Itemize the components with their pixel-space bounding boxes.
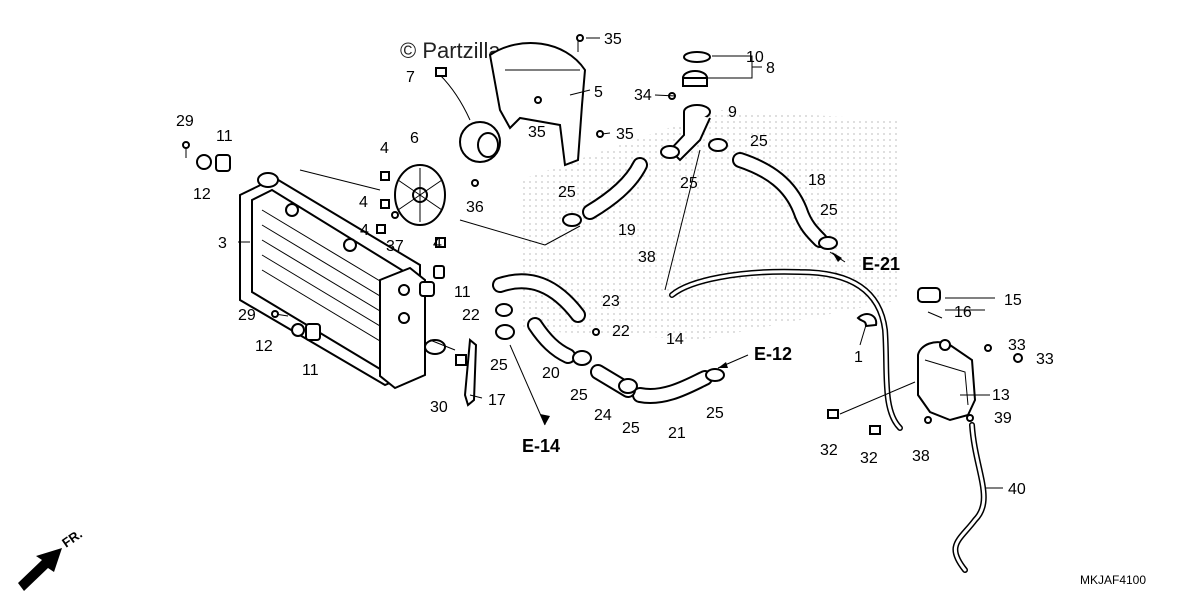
callout-33: 33 bbox=[1008, 337, 1026, 354]
callout-25: 25 bbox=[570, 387, 588, 404]
callout-39: 39 bbox=[994, 410, 1012, 427]
radiator[interactable] bbox=[239, 172, 446, 390]
hose-21[interactable] bbox=[632, 370, 713, 404]
callout-36: 36 bbox=[466, 199, 484, 216]
callout-16: 16 bbox=[954, 304, 972, 321]
callout-22: 22 bbox=[462, 307, 480, 324]
callout-13: 13 bbox=[992, 387, 1010, 404]
background-shading bbox=[520, 110, 900, 340]
callout-35: 35 bbox=[616, 126, 634, 143]
ref-e14[interactable]: E-14 bbox=[522, 436, 560, 456]
callout-19: 19 bbox=[618, 222, 636, 239]
callout-29: 29 bbox=[176, 113, 194, 130]
callout-35: 35 bbox=[604, 31, 622, 48]
callout-22: 22 bbox=[612, 323, 630, 340]
callout-10: 10 bbox=[746, 49, 764, 66]
callout-23: 23 bbox=[602, 293, 620, 310]
callout-25: 25 bbox=[750, 133, 768, 150]
tube-clip[interactable] bbox=[856, 313, 878, 328]
callout-labels: 35 7 5 35 35 6 29 11 12 4 4 4 37 4 36 3 … bbox=[176, 31, 1054, 498]
callout-12: 12 bbox=[193, 186, 211, 203]
cooling-fan[interactable] bbox=[394, 164, 446, 226]
overflow-tube-14[interactable] bbox=[669, 268, 903, 431]
front-arrow-icon bbox=[18, 548, 62, 591]
front-indicator: FR. bbox=[59, 526, 85, 550]
callout-29: 29 bbox=[238, 307, 256, 324]
diagram-code: MKJAF4100 bbox=[1080, 573, 1146, 587]
callout-11: 11 bbox=[302, 362, 319, 379]
hose-clamps[interactable] bbox=[495, 138, 838, 394]
callout-17: 17 bbox=[488, 392, 506, 409]
callout-38: 38 bbox=[638, 249, 656, 266]
hose-23[interactable] bbox=[492, 273, 586, 323]
callout-4: 4 bbox=[433, 235, 442, 252]
callout-38: 38 bbox=[912, 448, 930, 465]
callout-14: 14 bbox=[666, 331, 684, 348]
hose-20[interactable] bbox=[527, 317, 576, 364]
callout-1: 1 bbox=[854, 349, 863, 366]
callout-4: 4 bbox=[360, 222, 369, 239]
callout-4: 4 bbox=[380, 140, 389, 157]
callout-6: 6 bbox=[410, 130, 419, 147]
reserve-tank[interactable] bbox=[917, 339, 977, 422]
callout-12: 12 bbox=[255, 338, 273, 355]
callout-20: 20 bbox=[542, 365, 560, 382]
callout-18: 18 bbox=[808, 172, 826, 189]
filler-neck[interactable] bbox=[668, 92, 711, 162]
callout-8: 8 bbox=[766, 60, 775, 77]
callout-21: 21 bbox=[668, 425, 686, 442]
callout-25: 25 bbox=[820, 202, 838, 219]
callout-9: 9 bbox=[728, 104, 737, 121]
tank-fittings[interactable] bbox=[827, 344, 1023, 435]
callout-11: 11 bbox=[454, 284, 471, 301]
drain-tube-40[interactable] bbox=[952, 422, 987, 573]
callout-24: 24 bbox=[594, 407, 612, 424]
callout-15: 15 bbox=[1004, 292, 1022, 309]
callout-25: 25 bbox=[558, 184, 576, 201]
callout-40: 40 bbox=[1008, 481, 1026, 498]
callout-34: 34 bbox=[634, 87, 652, 104]
ref-e12[interactable]: E-12 bbox=[754, 344, 792, 364]
hose-19[interactable] bbox=[582, 157, 648, 220]
callout-25: 25 bbox=[490, 357, 508, 374]
fan-shroud[interactable] bbox=[488, 42, 587, 167]
grommet-right[interactable] bbox=[419, 265, 445, 297]
callout-25: 25 bbox=[680, 175, 698, 192]
callout-3: 3 bbox=[218, 235, 227, 252]
bracket-17[interactable] bbox=[455, 338, 478, 407]
callout-11: 11 bbox=[216, 128, 233, 145]
grommet-lower[interactable] bbox=[271, 310, 321, 341]
radiator-cap[interactable] bbox=[682, 51, 711, 87]
callout-25: 25 bbox=[622, 420, 640, 437]
ref-e21[interactable]: E-21 bbox=[862, 254, 900, 274]
callout-25: 25 bbox=[706, 405, 724, 422]
callout-37: 37 bbox=[386, 238, 404, 255]
callout-5: 5 bbox=[594, 84, 603, 101]
callout-33: 33 bbox=[1036, 351, 1054, 368]
fan-nuts[interactable] bbox=[376, 171, 446, 248]
reserve-cap[interactable] bbox=[917, 287, 943, 319]
callout-32: 32 bbox=[860, 450, 878, 467]
fan-motor[interactable] bbox=[435, 67, 501, 163]
hose-18[interactable] bbox=[732, 152, 828, 248]
callout-7: 7 bbox=[406, 69, 415, 86]
callout-30: 30 bbox=[430, 399, 448, 416]
callout-4: 4 bbox=[359, 194, 368, 211]
leader-lines bbox=[238, 37, 1003, 489]
callout-32: 32 bbox=[820, 442, 838, 459]
grommet-upper[interactable] bbox=[182, 141, 231, 172]
callout-35: 35 bbox=[528, 124, 546, 141]
